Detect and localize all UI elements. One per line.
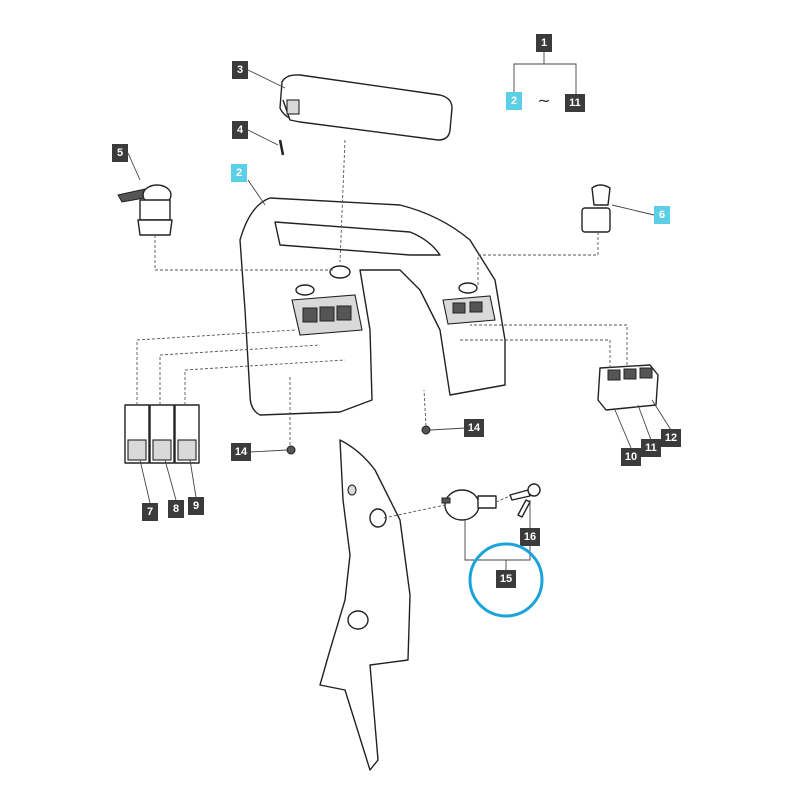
svg-text:4: 4 — [237, 124, 244, 136]
svg-text:14: 14 — [468, 422, 481, 434]
part-console-housing[interactable] — [239, 197, 506, 416]
callout-4[interactable]: 4 — [232, 121, 248, 139]
svg-text:5: 5 — [117, 147, 123, 159]
svg-text:11: 11 — [569, 97, 581, 109]
part-armrest-cover[interactable] — [279, 74, 453, 141]
svg-text:1: 1 — [541, 37, 547, 49]
callout-5[interactable]: 5 — [112, 144, 128, 162]
callout-8[interactable]: 8 — [168, 500, 184, 518]
callout-1[interactable]: 1 — [536, 34, 552, 52]
callout-10[interactable]: 10 — [621, 448, 641, 466]
svg-text:9: 9 — [193, 500, 199, 512]
callout-14-left[interactable]: 14 — [231, 443, 251, 461]
svg-text:6: 6 — [659, 209, 665, 221]
svg-text:7: 7 — [147, 506, 153, 518]
callout-3[interactable]: 3 — [232, 61, 248, 79]
callout-7[interactable]: 7 — [142, 503, 158, 521]
svg-text:8: 8 — [173, 503, 179, 515]
svg-text:16: 16 — [524, 531, 536, 543]
callout-15[interactable]: 15 — [496, 570, 516, 588]
part-knob-switch[interactable] — [581, 184, 611, 233]
part-screw[interactable] — [278, 139, 285, 156]
callout-2[interactable]: 2 — [231, 164, 247, 182]
part-lower-panel[interactable] — [319, 439, 411, 771]
part-nut-left[interactable] — [286, 445, 296, 455]
svg-text:2: 2 — [511, 95, 517, 107]
svg-text:2: 2 — [236, 167, 242, 179]
range-tilde: ~ — [537, 91, 550, 110]
svg-text:15: 15 — [500, 573, 512, 585]
svg-text:14: 14 — [235, 446, 248, 458]
svg-text:11: 11 — [645, 442, 657, 454]
part-rocker-switches-right[interactable] — [597, 364, 659, 411]
callout-11[interactable]: 11 — [641, 439, 661, 457]
svg-text:10: 10 — [625, 451, 637, 463]
highlight-circle — [468, 542, 544, 618]
part-ignition-switch[interactable] — [441, 489, 497, 521]
part-ignition-key[interactable] — [509, 483, 541, 518]
callout-9[interactable]: 9 — [188, 497, 204, 515]
part-rotary-switch[interactable] — [117, 184, 173, 236]
callout-2-top[interactable]: 2 — [506, 92, 522, 110]
svg-text:3: 3 — [237, 64, 243, 76]
callout-11-top[interactable]: 11 — [565, 94, 585, 112]
callout-12[interactable]: 12 — [661, 429, 681, 447]
callout-16[interactable]: 16 — [520, 528, 540, 546]
callout-6[interactable]: 6 — [654, 206, 670, 224]
leader-lines — [127, 52, 672, 570]
part-nut-right[interactable] — [421, 425, 431, 435]
svg-text:12: 12 — [665, 432, 677, 444]
callout-14-right[interactable]: 14 — [464, 419, 484, 437]
part-rocker-switches-left[interactable] — [124, 404, 200, 464]
